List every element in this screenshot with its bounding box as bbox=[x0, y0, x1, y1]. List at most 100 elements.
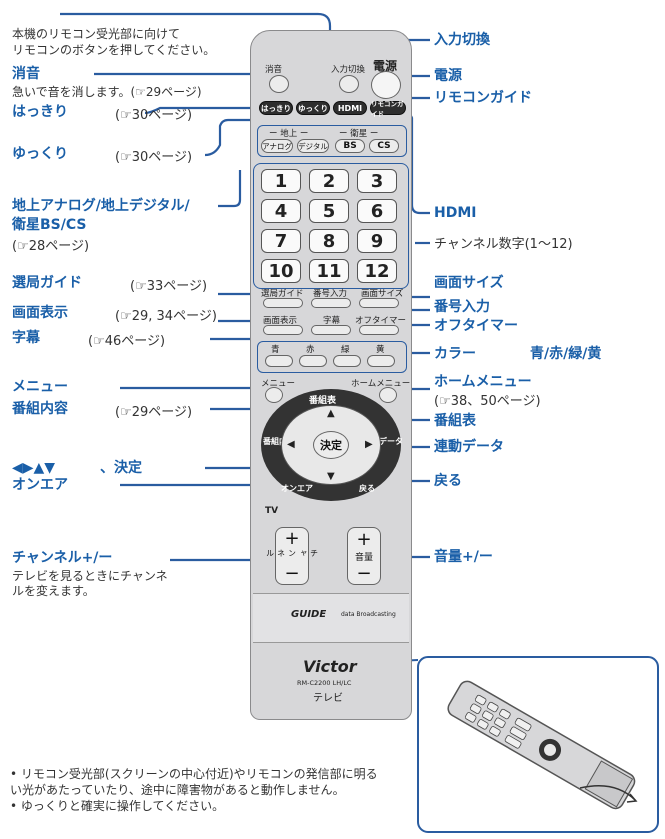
guide-ref: (☞33ページ) bbox=[130, 279, 208, 294]
display-label: 画面表示 bbox=[12, 305, 68, 321]
bango-button[interactable] bbox=[311, 298, 351, 308]
hakkiri-label: はっきり bbox=[12, 104, 68, 120]
power-label: 電源 bbox=[434, 68, 462, 84]
tv-label: TV bbox=[265, 506, 279, 516]
data-broadcasting-logo: data Broadcasting bbox=[341, 611, 396, 618]
rendo-btn[interactable]: 連動データ bbox=[363, 437, 403, 446]
color-values-label: 青/赤/緑/黄 bbox=[530, 346, 602, 362]
program-ref: (☞29ページ) bbox=[115, 405, 193, 420]
gamen-hyoji-label: 画面表示 bbox=[263, 316, 298, 326]
gamen-hyoji-button[interactable] bbox=[263, 325, 303, 335]
off-timer-button[interactable] bbox=[359, 325, 399, 335]
gamen-size-button[interactable] bbox=[359, 298, 399, 308]
linked-data-label: 連動データ bbox=[434, 439, 504, 455]
blue-button[interactable] bbox=[265, 355, 293, 367]
channel-rocker-label: チャンネル bbox=[265, 549, 319, 557]
off-timer-btn-label: オフタイマー bbox=[355, 316, 407, 326]
num-button-6[interactable]: 6 bbox=[357, 199, 397, 223]
onair-label: オンエア bbox=[12, 477, 68, 493]
back-label: 戻る bbox=[434, 473, 462, 489]
inset-illustration bbox=[430, 670, 648, 825]
right-arrow-icon[interactable]: ▶ bbox=[365, 439, 373, 450]
bangumi-naiyo-btn[interactable]: 番組内容 bbox=[263, 437, 295, 446]
down-arrow-icon[interactable]: ▼ bbox=[327, 471, 335, 482]
num-button-3[interactable]: 3 bbox=[357, 169, 397, 193]
remote-control: 消音 入力切換 電源 はっきり ゆっくり HDMI リモコンガイド ー 地上 ー… bbox=[250, 30, 412, 720]
gamen-size-label: 画面サイズ bbox=[361, 289, 404, 299]
yukkuri-button[interactable]: ゆっくり bbox=[296, 101, 330, 115]
hdmi-label: HDMI bbox=[434, 205, 477, 221]
mute-button[interactable] bbox=[269, 75, 289, 93]
eisei-label: ー 衛星 ー bbox=[339, 129, 379, 139]
menu-btn-label: メニュー bbox=[261, 379, 296, 389]
cover-panel bbox=[253, 593, 409, 643]
num-button-9[interactable]: 9 bbox=[357, 229, 397, 253]
left-arrow-icon[interactable]: ◀ bbox=[287, 439, 295, 450]
chijo-label: ー 地上 ー bbox=[269, 129, 309, 139]
jimaku-button[interactable] bbox=[311, 325, 351, 335]
mute-desc: 急いで音を消します。(☞29ページ) bbox=[12, 85, 202, 99]
display-ref: (☞29, 34ページ) bbox=[115, 309, 217, 324]
home-menu-ref: (☞38、50ページ) bbox=[434, 394, 541, 409]
remote-angled-icon bbox=[447, 680, 638, 810]
arrows-label: ◀▶▲▼ bbox=[12, 460, 56, 476]
mute-button-label: 消音 bbox=[265, 65, 283, 75]
program-label: 番組内容 bbox=[12, 401, 68, 417]
green-button[interactable] bbox=[333, 355, 361, 367]
kettei-button[interactable]: 決定 bbox=[313, 431, 349, 459]
number-pad-group bbox=[253, 163, 409, 289]
subtitle-ref: (☞46ページ) bbox=[88, 334, 166, 349]
num-button-8[interactable]: 8 bbox=[309, 229, 349, 253]
digital-button[interactable]: デジタル bbox=[297, 139, 329, 153]
cs-button[interactable]: CS bbox=[369, 139, 399, 153]
num-button-2[interactable]: 2 bbox=[309, 169, 349, 193]
analog-button[interactable]: アナログ bbox=[261, 139, 293, 153]
senkyoku-button[interactable] bbox=[263, 298, 303, 308]
subtitle-label: 字幕 bbox=[12, 330, 40, 346]
broadcast-ref: (☞28ページ) bbox=[12, 239, 90, 254]
bangumihyo-btn[interactable]: 番組表 bbox=[309, 396, 337, 406]
input-button-label: 入力切換 bbox=[331, 65, 366, 75]
top-note-line-2: リモコンのボタンを押してください。 bbox=[12, 43, 216, 57]
victor-logo: Victor bbox=[303, 657, 357, 676]
onair-btn[interactable]: オンエア bbox=[281, 484, 313, 493]
num-button-11[interactable]: 11 bbox=[309, 259, 349, 283]
num-button-4[interactable]: 4 bbox=[261, 199, 301, 223]
hdmi-button[interactable]: HDMI bbox=[333, 101, 367, 115]
volume-label: 音量+/ー bbox=[434, 549, 493, 565]
top-note-line-1: 本機のリモコン受光部に向けて bbox=[12, 27, 181, 41]
gguide-logo: GUIDE bbox=[291, 609, 327, 620]
plus-icon: + bbox=[284, 528, 300, 549]
hakkiri-ref: (☞30ページ) bbox=[115, 108, 193, 123]
bottom-note-2: い光があたっていたり、途中に障害物があると動作しません。 bbox=[10, 783, 345, 797]
red-button[interactable] bbox=[299, 355, 327, 367]
volume-rocker[interactable]: + 音量 − bbox=[347, 527, 381, 585]
num-button-12[interactable]: 12 bbox=[357, 259, 397, 283]
color-label-blue: 青 bbox=[271, 345, 280, 355]
up-arrow-icon[interactable]: ▲ bbox=[327, 408, 335, 419]
yellow-button[interactable] bbox=[367, 355, 395, 367]
channel-label: チャンネル+/ー bbox=[12, 550, 113, 566]
jimaku-label: 字幕 bbox=[323, 316, 341, 326]
yukkuri-label: ゆっくり bbox=[12, 146, 68, 162]
num-button-10[interactable]: 10 bbox=[261, 259, 301, 283]
power-button[interactable] bbox=[371, 71, 401, 99]
remote-guide-label: リモコンガイド bbox=[434, 90, 532, 106]
broadcast-label-1: 地上アナログ/地上デジタル/ bbox=[12, 198, 190, 214]
off-timer-label: オフタイマー bbox=[434, 318, 518, 334]
channel-desc-2: ルを変えます。 bbox=[12, 584, 95, 598]
menu-button[interactable] bbox=[265, 387, 283, 403]
num-button-5[interactable]: 5 bbox=[309, 199, 349, 223]
num-button-1[interactable]: 1 bbox=[261, 169, 301, 193]
channel-num-label: チャンネル数字(1～12) bbox=[434, 237, 573, 252]
num-button-7[interactable]: 7 bbox=[261, 229, 301, 253]
modoru-btn[interactable]: 戻る bbox=[359, 484, 375, 493]
guide-label: 選局ガイド bbox=[12, 275, 82, 291]
channel-rocker[interactable]: + チャンネル − bbox=[266, 527, 319, 585]
remote-guide-button[interactable]: リモコンガイド bbox=[370, 100, 406, 118]
menu-label: メニュー bbox=[12, 379, 68, 395]
bs-button[interactable]: BS bbox=[335, 139, 365, 153]
input-button[interactable] bbox=[339, 75, 359, 93]
home-menu-button[interactable] bbox=[379, 387, 397, 403]
hakkiri-button[interactable]: はっきり bbox=[259, 101, 293, 115]
